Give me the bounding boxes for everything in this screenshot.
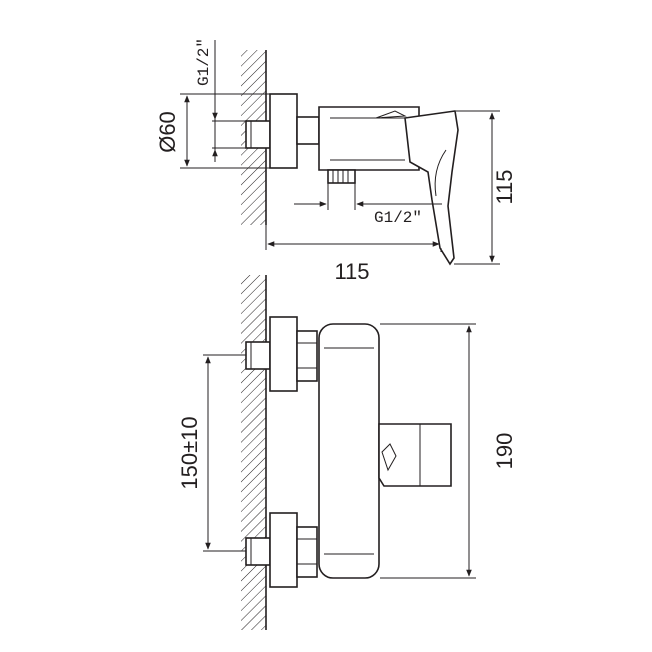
mixer-body-front xyxy=(318,323,380,579)
diameter-label: Ø60 xyxy=(155,111,180,153)
mixer-body-side xyxy=(318,106,420,171)
connector-lower xyxy=(296,526,318,578)
front-view: 150±10 190 xyxy=(177,275,517,630)
inlet-upper-pipe xyxy=(245,341,271,370)
lever-handle-side xyxy=(404,110,459,266)
escutcheon-upper xyxy=(269,316,298,392)
depth-label: 115 xyxy=(334,259,369,284)
thread-outlet-label: G1/2" xyxy=(374,209,422,227)
escutcheon-side xyxy=(269,93,298,169)
lever-contour xyxy=(434,149,447,197)
height-side-label: 115 xyxy=(492,169,517,204)
lever-join xyxy=(375,110,407,119)
wall-hatch-bottom xyxy=(241,275,266,630)
spacing-label: 150±10 xyxy=(177,416,202,489)
inlet-lower-pipe xyxy=(245,537,271,566)
connector-upper xyxy=(296,330,318,382)
shower-outlet xyxy=(327,169,356,184)
escutcheon-lower xyxy=(269,512,298,588)
eccentric-connector xyxy=(296,116,320,145)
side-view: Ø60 G1/2" G1/2" 115 115 xyxy=(155,38,517,284)
lever-handle-front xyxy=(378,423,452,487)
height-front-label: 190 xyxy=(492,433,517,470)
lever-front-pivot xyxy=(381,443,397,472)
inlet-pipe-side xyxy=(245,120,271,149)
thread-wall-label: G1/2" xyxy=(195,38,213,86)
